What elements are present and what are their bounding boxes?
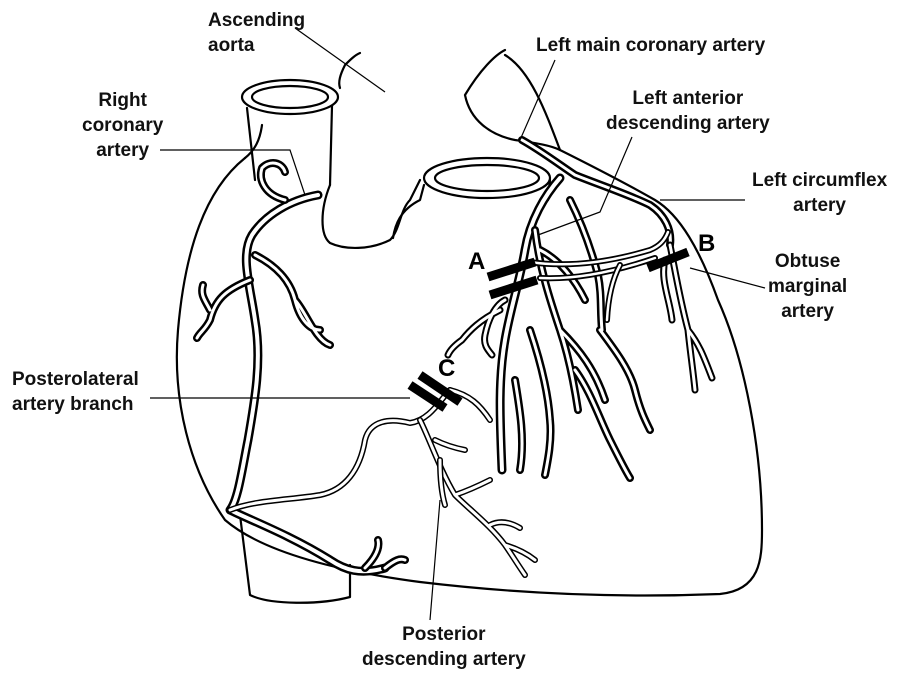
- marker-b: B: [698, 230, 715, 258]
- marker-c: C: [438, 355, 455, 383]
- heart-top-left: [245, 125, 262, 158]
- label-lad: Left anterior descending artery: [606, 86, 770, 136]
- posterior-descending-path: [420, 420, 535, 575]
- marker-a: A: [468, 248, 485, 276]
- label-ascending-aorta: Ascending aorta: [208, 8, 305, 58]
- blockage-a-bars: [488, 262, 537, 295]
- label-posterolateral: Posterolateral artery branch: [12, 367, 139, 417]
- label-posterior-descending: Posterior descending artery: [362, 622, 526, 672]
- posterolateral-path: [230, 390, 450, 510]
- heart-outline: [177, 55, 762, 596]
- label-left-main-coronary: Left main coronary artery: [536, 33, 765, 58]
- label-obtuse-marginal: Obtuse marginal artery: [768, 249, 847, 324]
- label-right-coronary-artery: Right coronary artery: [82, 88, 163, 163]
- label-left-circumflex: Left circumflex artery: [752, 168, 887, 218]
- pulmonary-trunk: [465, 50, 560, 150]
